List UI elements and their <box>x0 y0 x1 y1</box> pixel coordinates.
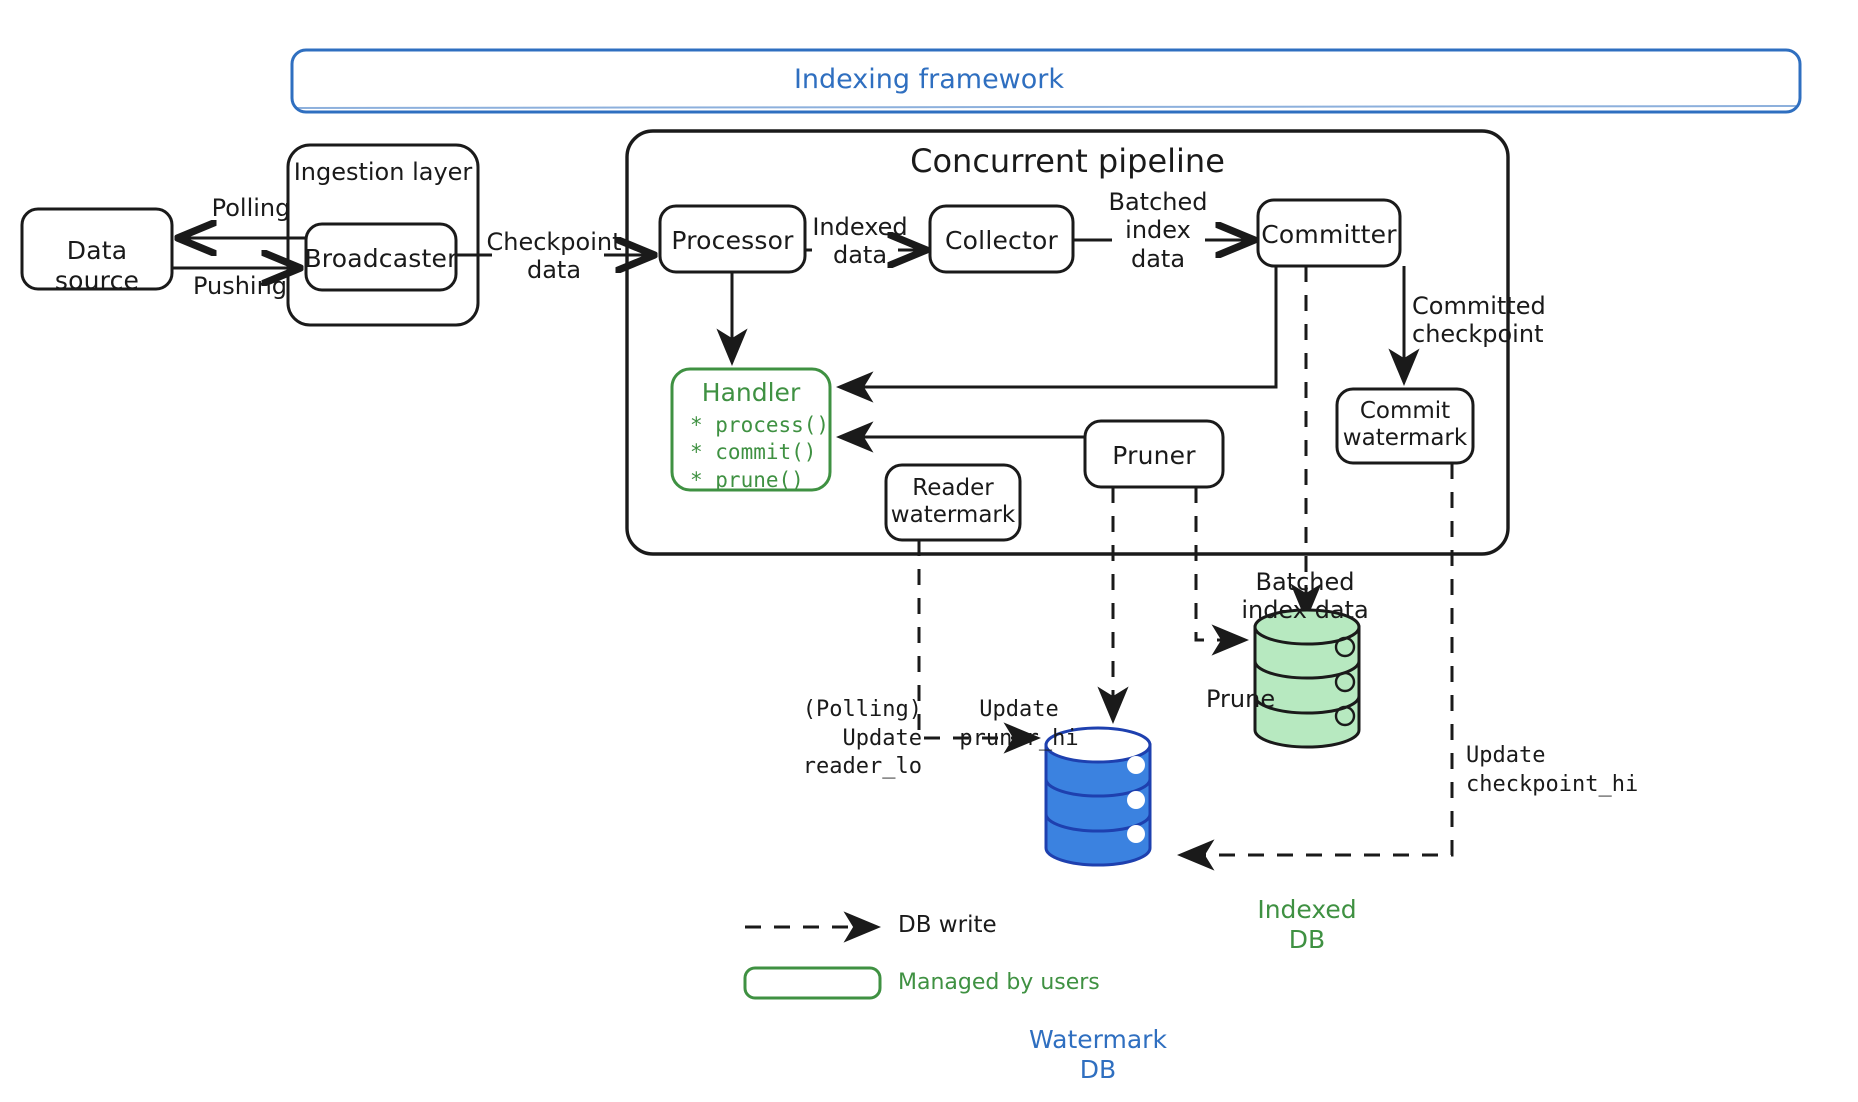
pipeline-container <box>625 129 1510 556</box>
reader-watermark-box <box>884 463 1022 542</box>
watermark-db-cylinder <box>1044 726 1152 867</box>
edge-label-update-pruner-hi: Update pruner_hi <box>934 696 1104 753</box>
pruner-label: Pruner <box>1112 441 1196 470</box>
watermark-db-line1: Watermark <box>1029 1025 1167 1054</box>
watermark-db-line2: DB <box>1079 1054 1117 1084</box>
update-reader-lo-line2: Update <box>842 725 922 751</box>
commit-watermark-line2: watermark <box>1342 425 1468 452</box>
edge-update-checkpoint-hi <box>1177 463 1454 871</box>
broadcaster-box <box>304 222 458 292</box>
ingestion-layer-container <box>286 143 480 327</box>
batched-index-data-line3: data <box>1130 244 1186 273</box>
processor-label: Processor <box>671 226 794 255</box>
indexed-db-cylinder <box>1253 608 1361 749</box>
edge-label-checkpoint-data: Checkpoint data <box>474 228 634 285</box>
broadcaster-label: Broadcaster <box>304 244 458 273</box>
edge-label-batched-index-data-2: Batched index data <box>1190 568 1420 625</box>
update-checkpoint-hi-line1: Update <box>1466 743 1546 768</box>
legend-db-write-label: DB write <box>898 912 997 938</box>
batched-index-data-2-line2: index data <box>1241 596 1369 625</box>
edge-label-indexed-data: Indexed data <box>800 213 920 270</box>
indexed-db-label: Indexed DB <box>1197 895 1417 954</box>
edge-label-committed-checkpoint: Committed checkpoint <box>1412 292 1632 349</box>
reader-watermark-label: Reader watermark <box>886 475 1020 529</box>
indexed-data-line1: Indexed <box>812 213 908 241</box>
update-checkpoint-hi-line2: checkpoint_hi <box>1466 771 1639 797</box>
edge-label-pushing: Pushing <box>192 272 288 300</box>
ingestion-layer-title: Ingestion layer <box>293 158 473 186</box>
collector-label: Collector <box>945 226 1058 255</box>
edge-label-polling: Polling <box>211 194 291 222</box>
reader-watermark-line1: Reader <box>912 475 994 501</box>
handler-box <box>670 367 832 492</box>
handler-title: Handler <box>701 378 801 407</box>
indexed-data-line2: data <box>832 241 888 270</box>
edge-label-update-checkpoint-hi: Update checkpoint_hi <box>1466 742 1706 799</box>
indexed-db-line2: DB <box>1288 924 1326 954</box>
handler-method-0: * process() <box>690 413 830 437</box>
checkpoint-data-line2: data <box>526 256 582 285</box>
batched-index-data-line2: index <box>1125 216 1191 245</box>
checkpoint-data-line1: Checkpoint <box>486 228 622 256</box>
handler-method-1: * commit() <box>690 440 817 465</box>
handler-methods: * process() * commit() * prune() <box>690 412 840 494</box>
framework-title: Indexing framework <box>793 64 1065 95</box>
committed-checkpoint-line2: checkpoint <box>1412 320 1544 349</box>
committed-checkpoint-line1: Committed <box>1412 292 1546 320</box>
data-source-box <box>20 207 174 291</box>
watermark-db-label: Watermark DB <box>988 1025 1208 1084</box>
indexed-db-line1: Indexed <box>1257 895 1357 924</box>
committer-box <box>1256 198 1402 268</box>
legend-green-box-icon <box>743 966 882 1000</box>
update-pruner-hi-line2: pruner_hi <box>959 725 1079 751</box>
data-source-label: Data source <box>54 236 140 295</box>
committer-label: Committer <box>1261 220 1397 249</box>
edge-update-reader-lo <box>917 540 1041 754</box>
edge-label-prune: Prune <box>1206 685 1276 713</box>
update-reader-lo-line3: reader_lo <box>802 754 922 780</box>
edge-prune <box>1194 487 1249 656</box>
commit-watermark-label: Commit watermark <box>1337 398 1473 452</box>
pipeline-title: Concurrent pipeline <box>910 142 1225 180</box>
edge-committer-to-handler <box>836 266 1278 403</box>
batched-index-data-line1: Batched <box>1108 188 1208 216</box>
handler-method-2: * prune() <box>690 467 804 492</box>
edge-label-update-reader-lo: (Polling) Update reader_lo <box>742 696 922 782</box>
commit-watermark-line1: Commit <box>1359 398 1451 424</box>
pruner-box <box>1083 419 1225 489</box>
legend-managed-by-users-label: Managed by users <box>898 970 1100 995</box>
update-reader-lo-line1: (Polling) <box>802 697 922 722</box>
batched-index-data-2-line1: Batched <box>1255 568 1355 596</box>
edge-label-batched-index-data: Batched index data <box>1098 188 1218 273</box>
commit-watermark-box <box>1335 387 1475 465</box>
reader-watermark-line2: watermark <box>890 502 1016 529</box>
update-pruner-hi-line1: Update <box>979 697 1059 722</box>
